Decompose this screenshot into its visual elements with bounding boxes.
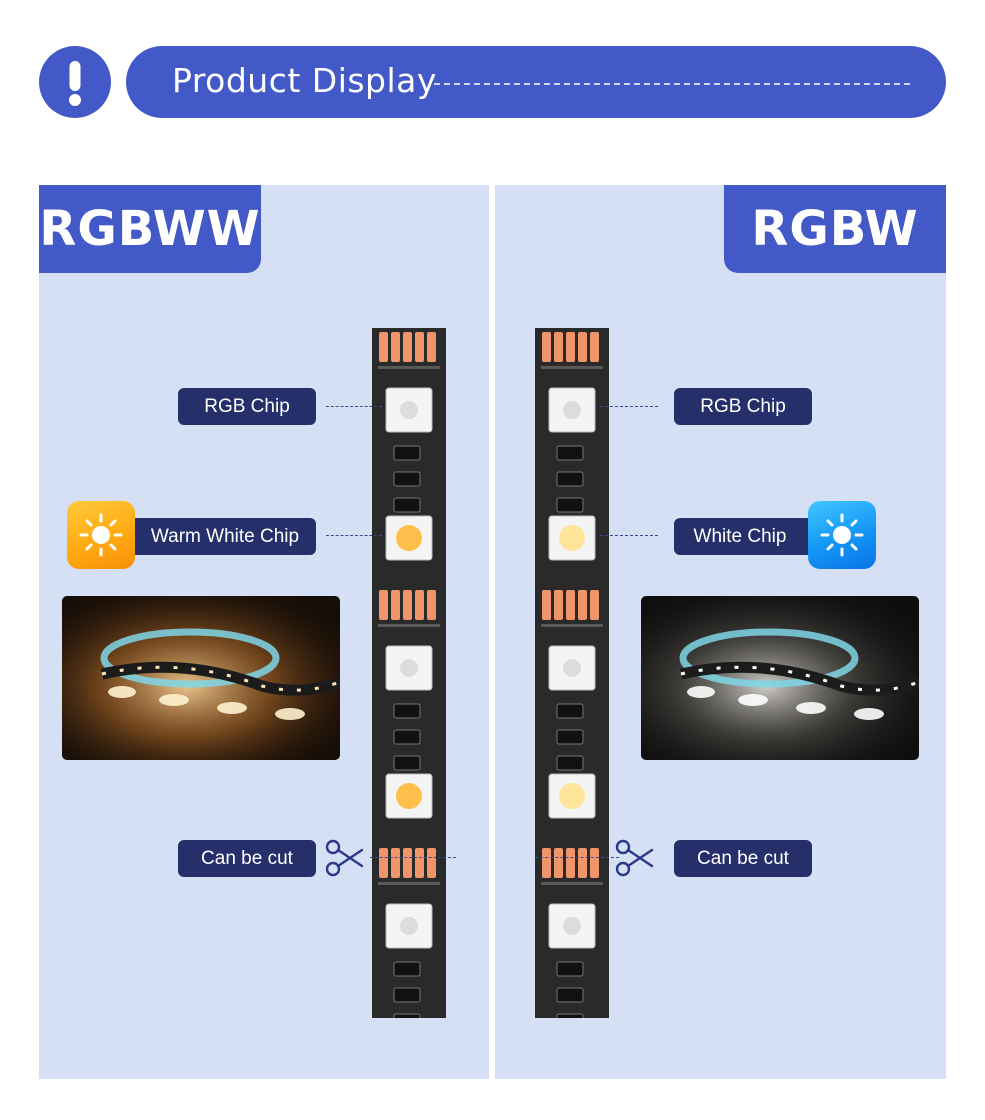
warm-white-strip-photo (62, 596, 340, 760)
rgbww-cut-line (370, 857, 456, 858)
title-banner: Product Display (126, 46, 946, 118)
cool-sun-badge (808, 501, 876, 569)
warm-glow-image (62, 596, 340, 760)
alert-badge (39, 46, 111, 118)
rgbww-tag: RGBWW (39, 185, 261, 273)
rgbw-tag: RGBW (724, 185, 946, 273)
sun-icon (820, 513, 864, 557)
rgbw-can-be-cut-label: Can be cut (674, 840, 812, 877)
scissors-icon (325, 839, 364, 877)
white-strip-photo (641, 596, 919, 760)
scissors-icon (615, 839, 654, 877)
rgbw-rgb-chip-label: RGB Chip (674, 388, 812, 425)
rgbww-warm-leader (326, 535, 382, 536)
rgbw-white-chip-label: White Chip (674, 518, 820, 555)
rgbww-can-be-cut-label: Can be cut (178, 840, 316, 877)
warm-sun-badge (67, 501, 135, 569)
exclamation-icon (69, 61, 81, 106)
title-dashed-line (434, 83, 910, 85)
page-title: Product Display (172, 61, 437, 100)
rgbw-rgb-leader (600, 406, 658, 407)
white-glow-image (641, 596, 919, 760)
rgbww-led-strip (372, 328, 446, 1018)
sun-icon (79, 513, 123, 557)
rgbw-cut-line (535, 857, 619, 858)
rgbww-warm-white-chip-label: Warm White Chip (120, 518, 316, 555)
rgbww-rgb-chip-label: RGB Chip (178, 388, 316, 425)
rgbw-led-strip (535, 328, 609, 1018)
rgbww-rgb-leader (326, 406, 382, 407)
rgbw-white-leader (600, 535, 658, 536)
